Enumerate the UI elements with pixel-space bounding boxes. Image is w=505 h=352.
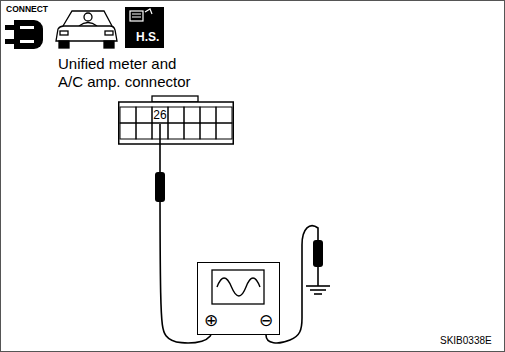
- screen-frame: [212, 270, 264, 304]
- connector-housing: [119, 102, 234, 144]
- positive-terminal: ⊕: [202, 310, 220, 330]
- figure-code: SKIB0338E: [440, 335, 492, 346]
- ground-symbol: [314, 293, 322, 295]
- plug-prong: [5, 25, 15, 30]
- plug-slot: [20, 40, 34, 43]
- oscilloscope-box: ⊕⊖: [197, 262, 280, 335]
- terminal-cell: [184, 123, 200, 139]
- icon-hand: [145, 9, 152, 14]
- negative-terminal: ⊖: [257, 310, 275, 330]
- icon-box: [130, 11, 143, 21]
- icon-caption: H.S.: [136, 30, 159, 44]
- icon-ground: [125, 7, 164, 48]
- connector-name: Unified meter and A/C amp. connector: [58, 55, 198, 91]
- icon-caption: CONNECT: [6, 4, 48, 14]
- terminal-cell: [168, 107, 184, 123]
- pin-number: 26: [152, 107, 168, 123]
- terminal-cell: [216, 107, 232, 123]
- car-body: [56, 26, 117, 41]
- terminal-cell: [200, 107, 216, 123]
- terminal-cell: [120, 123, 136, 139]
- plug-body: [14, 20, 43, 49]
- terminal-cell: [168, 123, 184, 139]
- connect-icon: [5, 20, 43, 49]
- headlight: [60, 31, 68, 35]
- probe-needle: [159, 124, 161, 145]
- terminal-cell: [184, 107, 200, 123]
- driving-icon: [56, 11, 117, 48]
- ground-symbol: [306, 285, 330, 287]
- plug-prong: [5, 39, 15, 44]
- connector-latch: [152, 96, 198, 102]
- sine-wave: [217, 278, 260, 296]
- terminal-cell: [136, 123, 152, 139]
- probe-needle: [317, 267, 319, 286]
- car-wheel: [59, 41, 69, 48]
- ground-probe: [313, 240, 323, 267]
- terminal-cell: [120, 107, 136, 123]
- terminal-cell: [136, 107, 152, 123]
- car-roof: [63, 11, 112, 26]
- car-wheel: [104, 41, 114, 48]
- plug-slot: [20, 26, 34, 29]
- connector-drawing: [118, 95, 234, 145]
- signal-probe: [155, 172, 165, 202]
- driver-head: [84, 13, 92, 21]
- icon-lines: [132, 14, 141, 17]
- terminal-cell: [200, 123, 216, 139]
- hot-start-icon: [125, 7, 164, 48]
- ground-symbol: [310, 289, 326, 291]
- terminal-cell: [152, 107, 168, 123]
- connector-node: Unified meter and A/C amp. connector 26: [58, 55, 234, 145]
- headlight: [105, 31, 113, 35]
- terminal-cell: [216, 123, 232, 139]
